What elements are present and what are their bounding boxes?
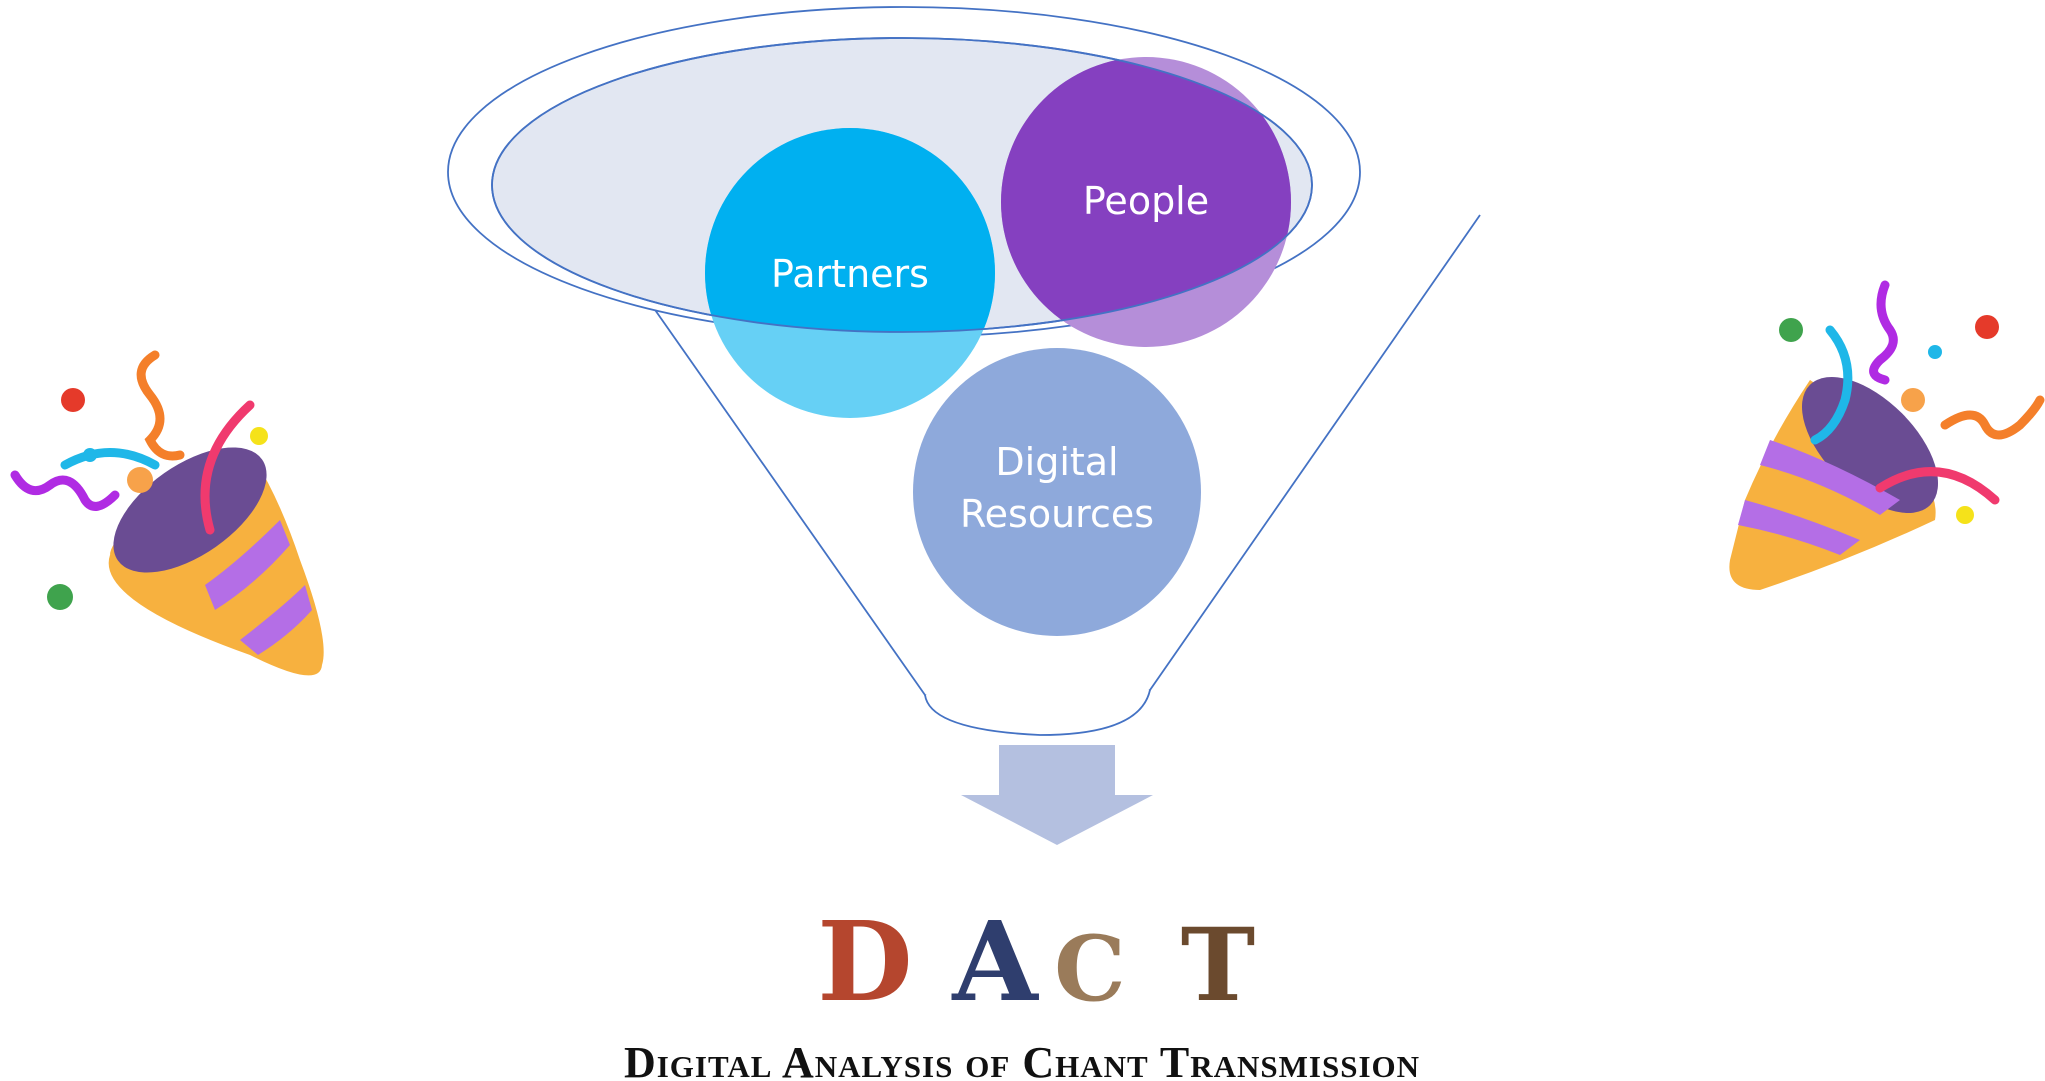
circle-people: People bbox=[1001, 57, 1291, 347]
circle-label-resources: Resources bbox=[960, 492, 1154, 536]
circle-digital-resources: Digital Resources bbox=[913, 348, 1201, 636]
circle-label-digital: Digital bbox=[995, 440, 1118, 484]
dact-logo: D A C T bbox=[817, 897, 1255, 1026]
logo-letter-c: C bbox=[1054, 916, 1126, 1022]
logo-letter-t: T bbox=[1181, 906, 1255, 1024]
logo-letter-a: A bbox=[951, 897, 1039, 1026]
circle-label-partners: Partners bbox=[771, 252, 929, 296]
party-popper-left-icon bbox=[10, 350, 324, 676]
logo-tagline: Digital Analysis of Chant Transmission bbox=[624, 1038, 1420, 1081]
down-arrow-icon bbox=[961, 745, 1153, 845]
logo-letter-d: D bbox=[817, 897, 912, 1026]
funnel bbox=[447, 6, 1481, 736]
circle-partners: Partners bbox=[705, 128, 995, 418]
circle-label-people: People bbox=[1083, 179, 1209, 223]
party-popper-right-icon bbox=[1729, 280, 2045, 590]
